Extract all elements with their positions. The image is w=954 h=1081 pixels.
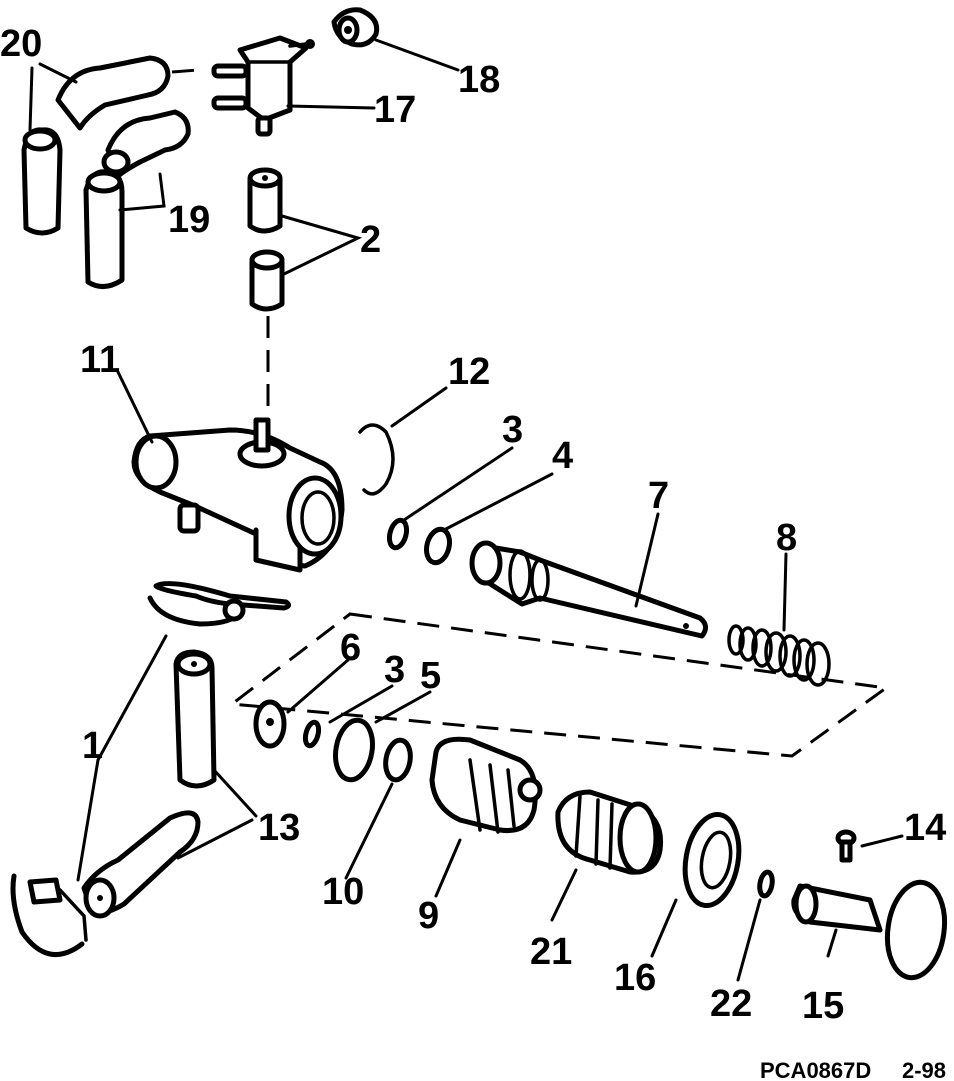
callout-5: 5 bbox=[420, 655, 441, 697]
callout-19: 19 bbox=[168, 199, 210, 241]
callout-6: 6 bbox=[340, 627, 361, 669]
callout-17: 17 bbox=[374, 89, 416, 131]
callout-1: 1 bbox=[82, 725, 103, 767]
callout-21: 21 bbox=[530, 931, 572, 973]
callout-11: 11 bbox=[80, 339, 120, 381]
fitting-part-17 bbox=[211, 35, 315, 137]
callout-7: 7 bbox=[648, 475, 669, 517]
callout-18: 18 bbox=[458, 59, 500, 101]
bushing-part-21 bbox=[555, 789, 664, 875]
leader-lines bbox=[28, 38, 904, 982]
plunger-part-7 bbox=[469, 540, 708, 639]
figure-footer: PCA0867D 2-98 bbox=[760, 1058, 946, 1081]
hose-part-18 bbox=[331, 7, 380, 48]
callout-8: 8 bbox=[776, 517, 797, 559]
o-ring-part-3 bbox=[386, 517, 410, 551]
callout-13: 13 bbox=[258, 807, 300, 849]
callout-2: 2 bbox=[360, 219, 381, 261]
ring-part-5 bbox=[333, 717, 375, 783]
hose-part-20 bbox=[21, 55, 199, 236]
figure-date: 2-98 bbox=[902, 1058, 946, 1081]
callout-14: 14 bbox=[904, 807, 946, 849]
callout-4: 4 bbox=[552, 435, 573, 477]
callout-10: 10 bbox=[322, 871, 364, 913]
callout-12: 12 bbox=[448, 351, 490, 393]
screw-part-14 bbox=[835, 829, 857, 863]
o-ring-part-10 bbox=[383, 737, 413, 783]
figure-code: PCA0867D bbox=[760, 1058, 871, 1081]
callout-labels: 20 18 17 19 2 11 12 3 4 7 8 6 3 5 1 13 1… bbox=[0, 23, 946, 1027]
callout-16: 16 bbox=[614, 957, 656, 999]
o-ring-part-4 bbox=[423, 526, 453, 566]
o-ring-part-3b bbox=[302, 719, 322, 749]
callout-15: 15 bbox=[802, 985, 844, 1027]
callout-20: 20 bbox=[0, 23, 42, 65]
fitting-part-9 bbox=[429, 736, 543, 834]
spring-part-8 bbox=[727, 624, 831, 687]
washer-part-6 bbox=[253, 699, 287, 749]
hose-part-2 bbox=[247, 167, 285, 420]
flange-part-16 bbox=[682, 811, 742, 909]
callout-3-upper: 3 bbox=[502, 409, 523, 451]
callout-3-lower: 3 bbox=[384, 649, 405, 691]
knob-part-15 bbox=[791, 879, 948, 981]
hose-part-19 bbox=[83, 109, 191, 289]
valve-body-part-11 bbox=[131, 417, 345, 573]
kit-outline bbox=[228, 612, 890, 758]
callout-9: 9 bbox=[418, 895, 439, 937]
retaining-clip-part-12 bbox=[358, 423, 395, 496]
hose-part-13 bbox=[81, 649, 217, 919]
clamp-part-1 bbox=[10, 581, 292, 957]
o-ring-part-22 bbox=[757, 869, 775, 899]
callout-22: 22 bbox=[710, 983, 752, 1025]
